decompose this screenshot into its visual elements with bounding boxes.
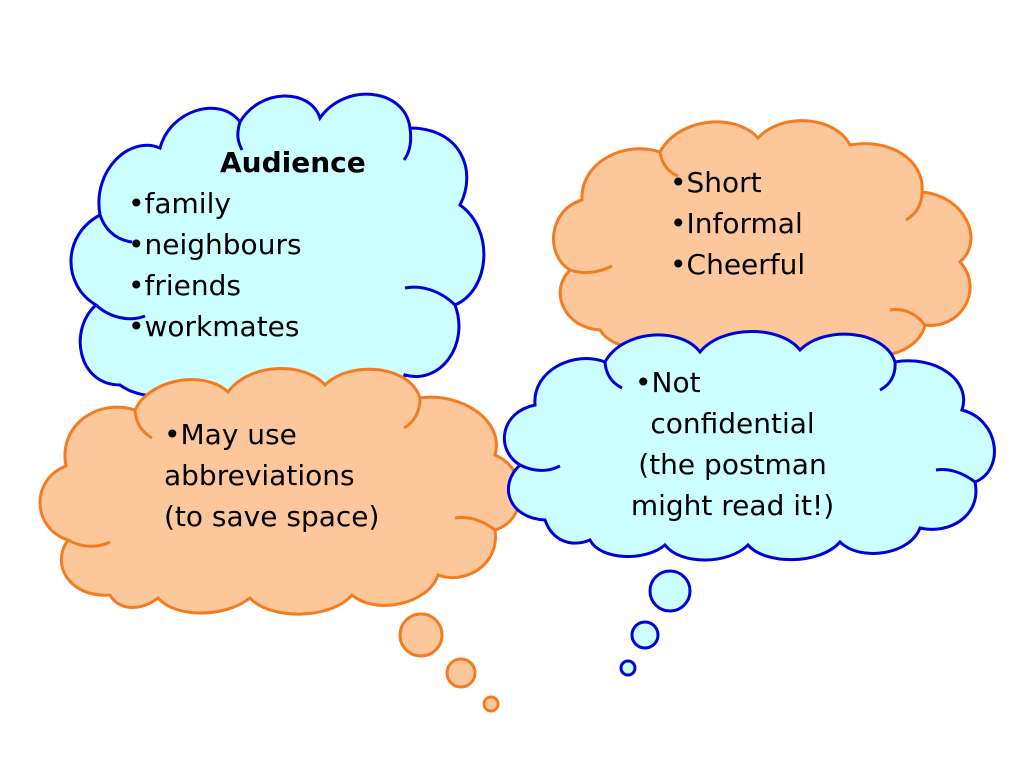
confidential-cloud: [503, 330, 996, 562]
audience-item: •neighbours: [128, 228, 302, 261]
confidential-line: •Not: [635, 366, 701, 399]
style-item: •Informal: [670, 207, 803, 240]
confidential-line: (the postman: [638, 448, 827, 481]
confidential-line: confidential: [650, 407, 815, 440]
style-item: •Short: [670, 166, 762, 199]
abbreviations-text: •May use abbreviations (to save space): [164, 414, 379, 537]
audience-item: •workmates: [128, 310, 300, 343]
audience-text: Audience •family •neighbours •friends •w…: [128, 142, 366, 347]
abbreviations-line: •May use: [164, 418, 297, 451]
style-item: •Cheerful: [670, 248, 806, 281]
audience-title: Audience: [220, 146, 366, 179]
orange-thought-bubbles: [398, 612, 500, 713]
style-text: •Short •Informal •Cheerful: [670, 162, 805, 285]
abbreviations-line: (to save space): [164, 500, 380, 533]
abbreviations-line: abbreviations: [164, 459, 355, 492]
audience-item: •family: [128, 187, 231, 220]
confidential-text: •Not confidential (the postman might rea…: [605, 362, 860, 526]
confidential-line: might read it!): [630, 489, 835, 522]
abbreviations-cloud: [38, 367, 522, 616]
blue-thought-bubbles: [619, 569, 692, 677]
audience-item: •friends: [128, 269, 241, 302]
